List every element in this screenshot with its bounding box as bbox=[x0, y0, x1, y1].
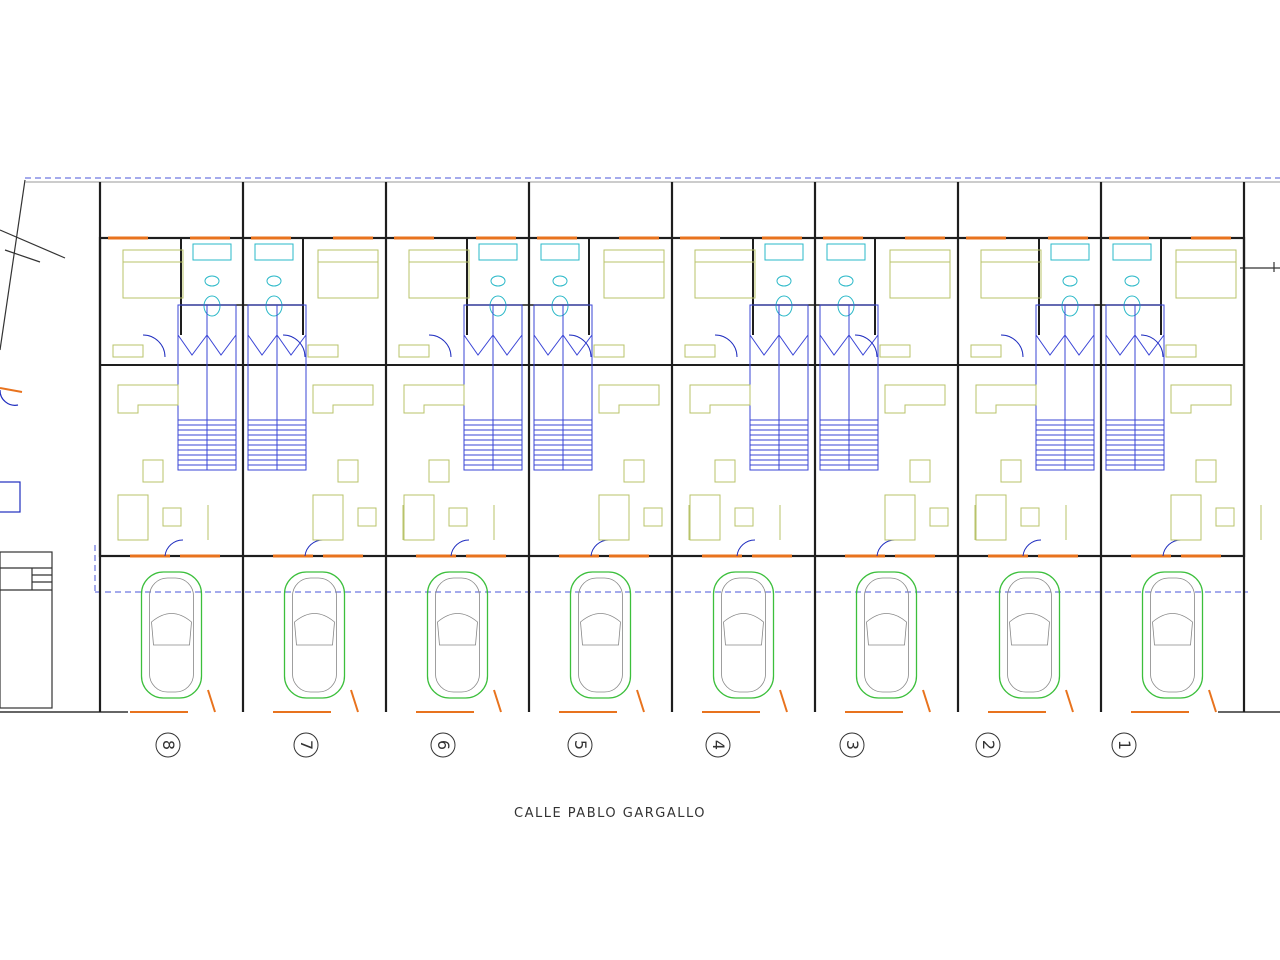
unit-number-circle bbox=[975, 732, 1001, 758]
unit-number-circle bbox=[567, 732, 593, 758]
furniture bbox=[398, 249, 495, 541]
furniture bbox=[1165, 249, 1262, 541]
unit-number-4: 4 bbox=[709, 740, 728, 750]
stair bbox=[533, 304, 593, 471]
unit-4 bbox=[672, 236, 815, 713]
unit-number-1: 1 bbox=[1115, 740, 1134, 750]
housing-units bbox=[98, 182, 1262, 713]
unit-number-circle bbox=[839, 732, 865, 758]
structural-walls bbox=[98, 182, 1246, 712]
unit-number-5: 5 bbox=[571, 740, 590, 750]
unit-number-3: 3 bbox=[843, 740, 862, 750]
unit-number-8: 8 bbox=[159, 740, 178, 750]
unit-5 bbox=[529, 236, 690, 713]
unit-number-circle bbox=[705, 732, 731, 758]
stair bbox=[177, 304, 237, 471]
parked-car bbox=[140, 571, 203, 699]
stair bbox=[247, 304, 307, 471]
unit-number-circle bbox=[155, 732, 181, 758]
unit-number-labels: 8 7 6 5 4 3 2 1 bbox=[155, 732, 1137, 758]
furniture bbox=[112, 249, 209, 541]
unit-number-circle bbox=[293, 732, 319, 758]
stair bbox=[1105, 304, 1165, 471]
furniture bbox=[593, 249, 690, 541]
street-name-label: CALLE PABLO GARGALLO bbox=[514, 806, 706, 821]
furniture bbox=[879, 249, 976, 541]
unit-6 bbox=[386, 236, 529, 713]
unit-number-circle bbox=[430, 732, 456, 758]
unit-number-2: 2 bbox=[979, 740, 998, 750]
stair bbox=[749, 304, 809, 471]
furniture bbox=[307, 249, 404, 541]
parked-car bbox=[1141, 571, 1204, 699]
unit-2 bbox=[958, 236, 1101, 713]
parked-car bbox=[426, 571, 489, 699]
unit-3 bbox=[815, 236, 976, 713]
unit-number-7: 7 bbox=[297, 740, 316, 750]
unit-8 bbox=[100, 236, 243, 713]
unit-number-circle bbox=[1111, 732, 1137, 758]
parked-car bbox=[855, 571, 918, 699]
unit-1 bbox=[1101, 236, 1262, 713]
dashed-boundary bbox=[25, 177, 1280, 593]
site-left-elements bbox=[0, 179, 1280, 709]
furniture bbox=[684, 249, 781, 541]
stair bbox=[463, 304, 523, 471]
parked-car bbox=[569, 571, 632, 699]
parked-car bbox=[283, 571, 346, 699]
parked-car bbox=[712, 571, 775, 699]
parked-car bbox=[998, 571, 1061, 699]
furniture bbox=[970, 249, 1067, 541]
unit-7 bbox=[243, 236, 404, 713]
unit-number-6: 6 bbox=[434, 740, 453, 750]
stair bbox=[1035, 304, 1095, 471]
stair bbox=[819, 304, 879, 471]
